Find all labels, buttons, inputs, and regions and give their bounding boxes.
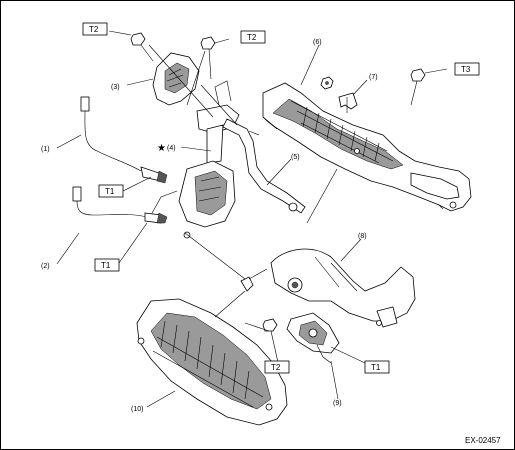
torque-box-t3: T3: [454, 62, 480, 76]
callout-1: (1): [41, 146, 50, 153]
nut-small: [320, 76, 334, 90]
bracket-7: [338, 92, 358, 113]
torque-label: T2: [247, 33, 257, 42]
upper-cover-3: [152, 52, 200, 106]
torque-label: T1: [371, 363, 381, 372]
torque-box-t1-right: T1: [364, 360, 390, 374]
callout-7: (7): [369, 74, 378, 81]
torque-label: T2: [89, 25, 99, 34]
bolt-t3: [410, 68, 426, 106]
torque-label: T1: [101, 261, 111, 270]
assembly-dashed-lines: [148, 44, 338, 332]
clip-center: [240, 276, 254, 292]
bolt-upper-center: [200, 36, 216, 80]
callout-2: (2): [41, 263, 50, 270]
callout-8: (8): [358, 233, 367, 240]
callout-5: (5): [291, 154, 300, 161]
torque-box-t1-lower: T1: [94, 258, 120, 272]
torque-box-t2-lower: T2: [264, 360, 290, 374]
callout-3: (3): [111, 84, 120, 91]
torque-box-t2-top-left: T2: [82, 22, 108, 36]
torque-label: T2: [271, 363, 281, 372]
figure-code: EX-02457: [465, 436, 501, 445]
torque-box-t2-top-center: T2: [240, 30, 266, 44]
star-marker: ★: [157, 143, 166, 154]
oxygen-sensor-1: [80, 96, 168, 184]
upper-heat-shield: [262, 82, 472, 212]
oxygen-sensor-2: [72, 186, 168, 224]
callout-4: (4): [167, 145, 176, 152]
bolt-upper-left: [130, 32, 154, 62]
exhaust-pipe-5: [222, 118, 306, 214]
callout-6: (6): [313, 39, 322, 46]
callout-10: (10): [131, 406, 143, 413]
callout-9: (9): [333, 400, 342, 407]
lower-heat-shield-10: [136, 298, 288, 426]
rod-link: [200, 84, 238, 126]
torque-box-t1-upper: T1: [98, 184, 124, 198]
torque-label: T1: [105, 187, 115, 196]
front-exhaust-pipe-8: [270, 248, 416, 328]
torque-label: T3: [461, 65, 471, 74]
bolt-lower-t2: [262, 318, 278, 332]
front-bracket-assembly: [150, 160, 236, 239]
flange-gasket-9: [286, 312, 340, 364]
